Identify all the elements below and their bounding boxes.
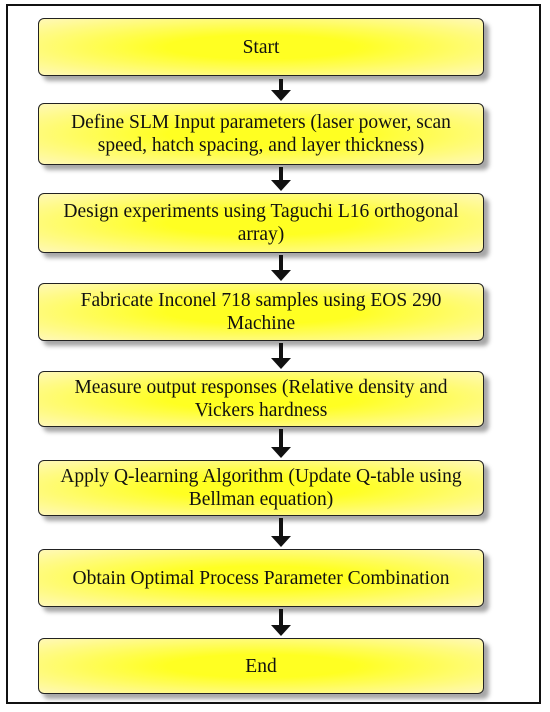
arrow-3 [271, 255, 291, 281]
step-obtain-optimal: Obtain Optimal Process Parameter Combina… [38, 549, 484, 607]
arrow-4 [271, 343, 291, 369]
step-start: Start [38, 18, 484, 76]
step-fabricate-samples: Fabricate Inconel 718 samples using EOS … [38, 283, 484, 341]
arrow-5 [271, 429, 291, 458]
step-design-experiments: Design experiments using Taguchi L16 ort… [38, 193, 484, 253]
arrow-2 [271, 167, 291, 191]
arrow-6 [271, 518, 291, 547]
step-measure-responses: Measure output responses (Relative densi… [38, 371, 484, 427]
step-end: End [38, 638, 484, 694]
arrow-1 [271, 79, 291, 101]
arrow-7 [271, 609, 291, 636]
step-apply-q-learning: Apply Q-learning Algorithm (Update Q-tab… [38, 460, 484, 516]
step-define-parameters: Define SLM Input parameters (laser power… [38, 103, 484, 165]
